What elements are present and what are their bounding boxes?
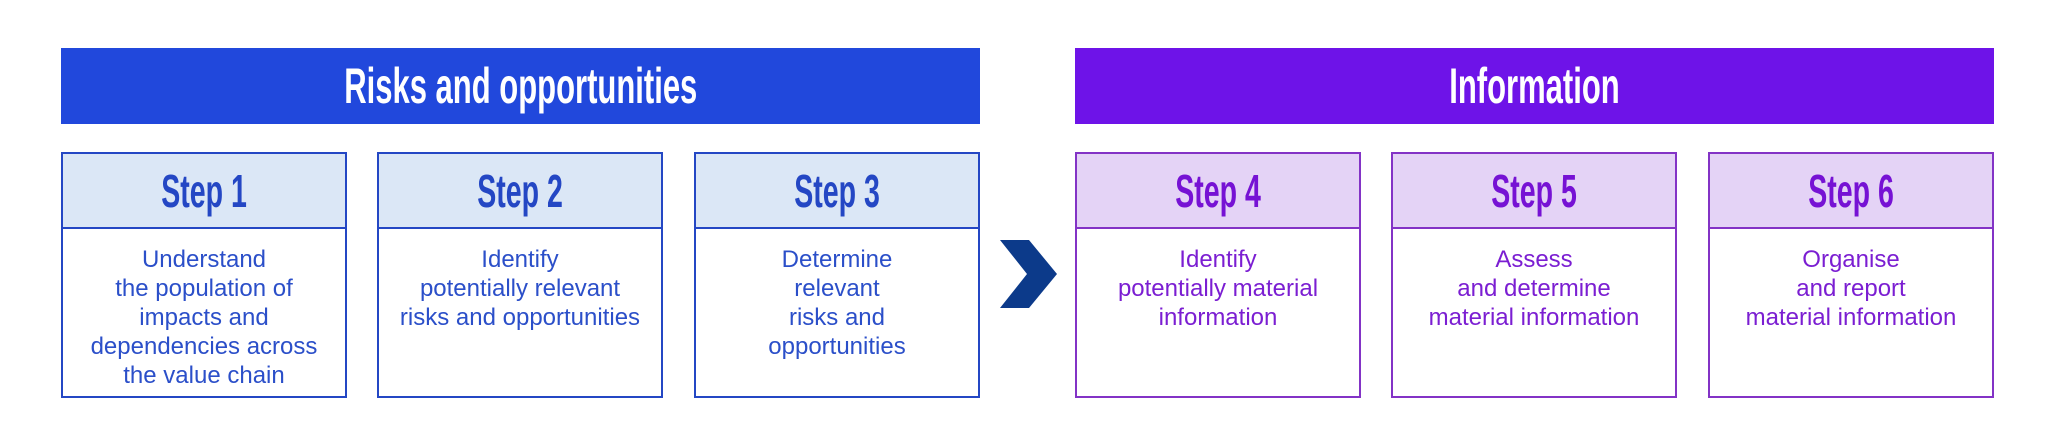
step-card-header: Step 1	[63, 154, 345, 229]
chevron-right-icon	[1000, 240, 1057, 308]
step-description: Identify potentially material informatio…	[1117, 246, 1319, 331]
step-card-header: Step 5	[1393, 154, 1675, 229]
step-card-4: Step 4 Identify potentially material inf…	[1075, 152, 1361, 398]
step-label: Step 3	[794, 164, 880, 217]
step-card-header: Step 6	[1710, 154, 1992, 229]
step-label: Step 4	[1175, 164, 1261, 217]
step-card-header: Step 3	[696, 154, 978, 229]
step-card-1: Step 1 Understand the population of impa…	[61, 152, 347, 398]
step-label: Step 6	[1808, 164, 1894, 217]
step-card-3: Step 3 Determine relevant risks and oppo…	[694, 152, 980, 398]
step-card-2: Step 2 Identify potentially relevant ris…	[377, 152, 663, 398]
banner-information: Information	[1075, 48, 1994, 124]
step-card-header: Step 4	[1077, 154, 1359, 229]
step-description: Understand the population of impacts and…	[90, 246, 318, 389]
step-description: Identify potentially relevant risks and …	[399, 246, 641, 331]
step-label: Step 1	[161, 164, 247, 217]
step-card-header: Step 2	[379, 154, 661, 229]
step-card-5: Step 5 Assess and determine material inf…	[1391, 152, 1677, 398]
step-label: Step 5	[1491, 164, 1577, 217]
step-description: Organise and report material information	[1745, 246, 1957, 331]
step-card-6: Step 6 Organise and report material info…	[1708, 152, 1994, 398]
step-description: Determine relevant risks and opportuniti…	[768, 246, 906, 360]
step-label: Step 2	[477, 164, 563, 217]
banner-title: Risks and opportunities	[343, 58, 698, 114]
banner-risks-and-opportunities: Risks and opportunities	[61, 48, 980, 124]
step-description: Assess and determine material informatio…	[1428, 246, 1640, 331]
banner-title: Information	[1449, 58, 1620, 114]
